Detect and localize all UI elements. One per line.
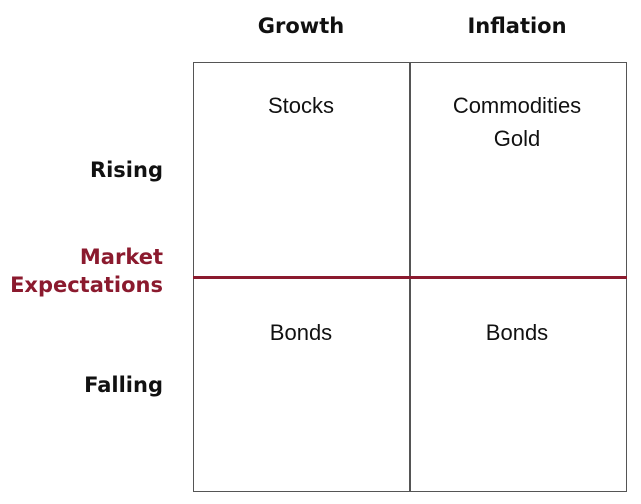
axis-label-line1: Market xyxy=(79,245,163,269)
cell-falling-growth: Bonds xyxy=(193,316,409,349)
asset-label: Commodities xyxy=(452,93,582,118)
cell-rising-inflation: Commodities Gold xyxy=(409,89,625,155)
market-expectations-label: Market Expectations xyxy=(10,243,163,299)
row-header-falling: Falling xyxy=(84,373,163,397)
column-header-growth: Growth xyxy=(257,14,345,38)
cell-falling-inflation: Bonds xyxy=(409,316,625,349)
asset-label: Bonds xyxy=(485,320,549,345)
market-expectations-divider xyxy=(193,276,627,279)
column-header-inflation: Inflation xyxy=(467,14,567,38)
axis-label-line2: Expectations xyxy=(10,273,163,297)
asset-label: Bonds xyxy=(269,320,333,345)
cell-rising-growth: Stocks xyxy=(193,89,409,122)
asset-label: Stocks xyxy=(267,93,335,118)
asset-label: Gold xyxy=(493,126,541,151)
row-header-rising: Rising xyxy=(89,158,163,182)
